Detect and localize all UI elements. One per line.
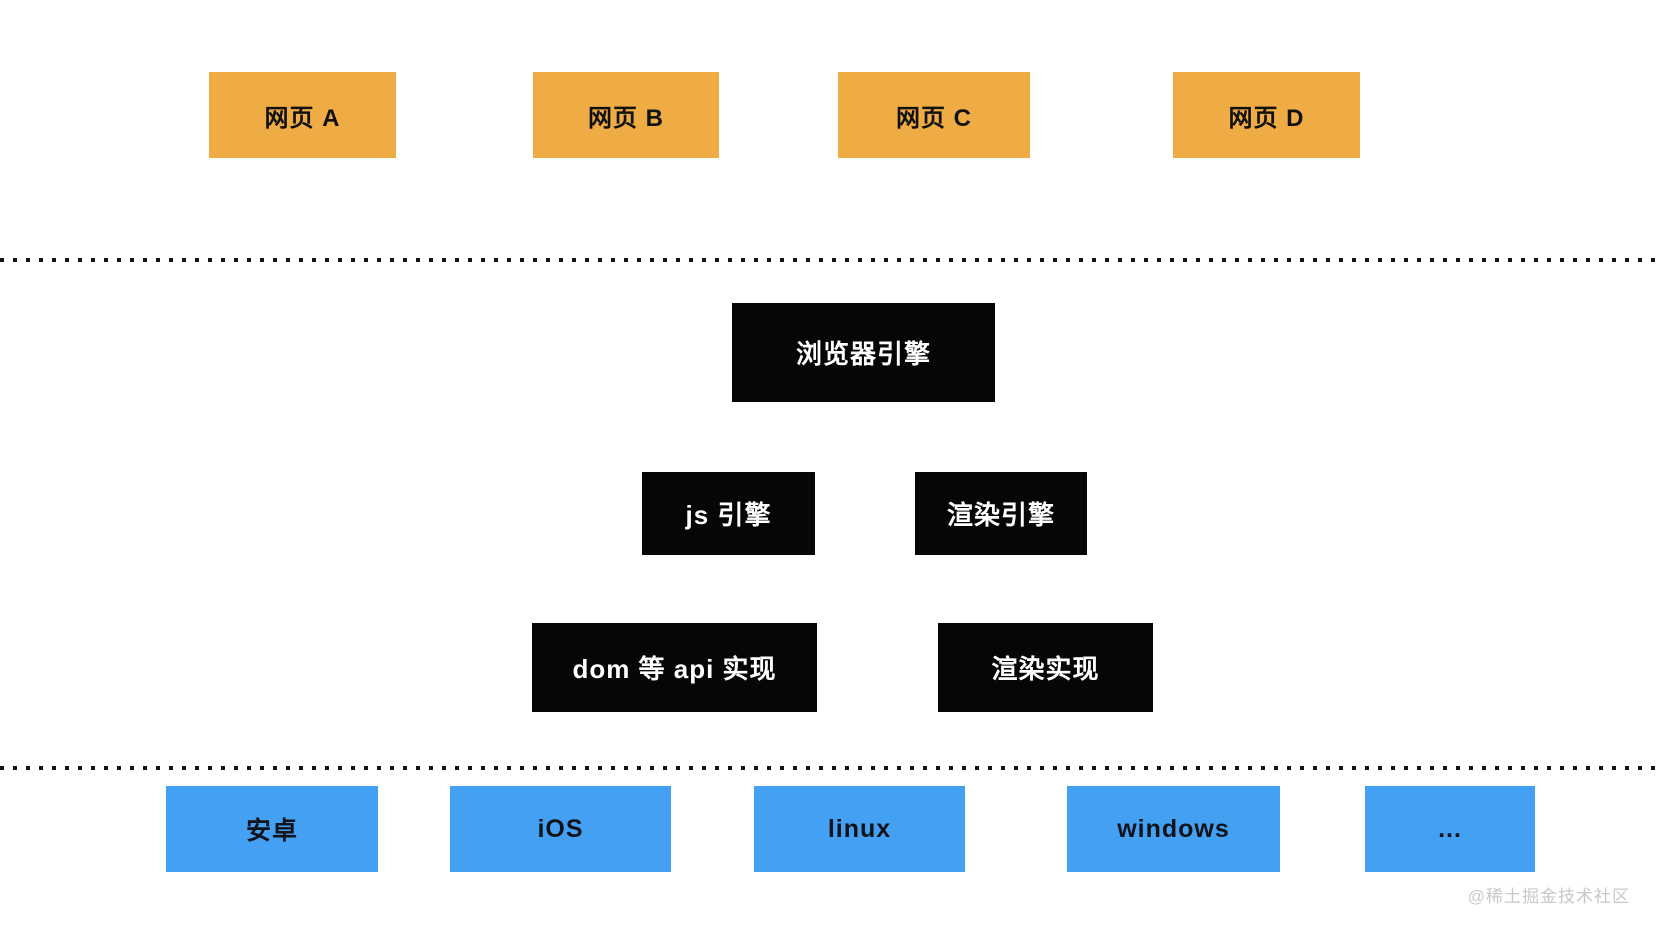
render-engine-box: 渲染引擎 xyxy=(915,472,1087,555)
webpage-d-label: 网页 D xyxy=(1228,104,1305,132)
webpage-d-box: 网页 D xyxy=(1173,72,1360,158)
dom-api-impl-label: dom 等 api 实现 xyxy=(572,654,777,684)
browser-engine-label: 浏览器引擎 xyxy=(795,339,931,369)
platform-linux-label: linux xyxy=(827,814,892,843)
render-impl-label: 渲染实现 xyxy=(991,654,1100,684)
platform-windows-box: windows xyxy=(1067,786,1280,872)
js-engine-box: js 引擎 xyxy=(642,472,815,555)
platform-android-label: 安卓 xyxy=(245,817,298,845)
platform-ios-box: iOS xyxy=(450,786,671,872)
webpage-a-box: 网页 A xyxy=(209,72,396,158)
dom-api-impl-box: dom 等 api 实现 xyxy=(532,623,817,712)
webpage-a-label: 网页 A xyxy=(264,104,341,132)
webpage-b-box: 网页 B xyxy=(533,72,719,158)
render-engine-label: 渲染引擎 xyxy=(946,500,1055,530)
dotted-separator-top xyxy=(0,258,1656,262)
platform-more-label: ... xyxy=(1438,814,1462,843)
platform-android-box: 安卓 xyxy=(166,786,378,872)
dotted-separator-bottom xyxy=(0,766,1656,770)
render-impl-box: 渲染实现 xyxy=(938,623,1153,712)
webpage-c-box: 网页 C xyxy=(838,72,1030,158)
platform-ios-label: iOS xyxy=(537,814,584,843)
browser-engine-box: 浏览器引擎 xyxy=(732,303,995,402)
watermark-text: @稀土掘金技术社区 xyxy=(1467,887,1630,906)
platform-more-box: ... xyxy=(1365,786,1535,872)
webpage-b-label: 网页 B xyxy=(588,104,664,132)
js-engine-label: js 引擎 xyxy=(685,500,772,530)
platform-windows-label: windows xyxy=(1117,814,1230,843)
webpage-c-label: 网页 C xyxy=(896,104,972,132)
platform-linux-box: linux xyxy=(754,786,965,872)
